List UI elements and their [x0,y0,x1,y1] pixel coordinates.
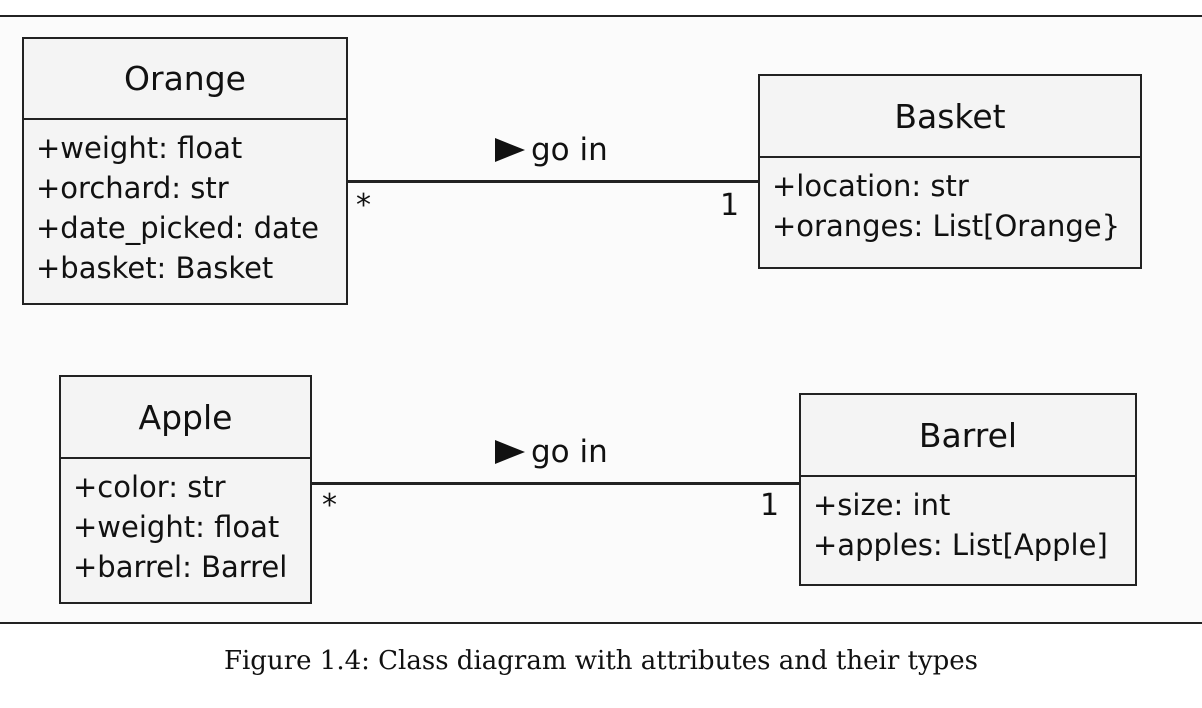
association-line-apple-barrel [311,482,800,485]
class-barrel-name: Barrel [801,395,1135,477]
attribute: +apples: List[Apple] [813,528,1108,562]
class-orange-name: Orange [24,39,346,120]
attribute: +weight: float [36,131,243,165]
class-apple: Apple +color: str +weight: float +barrel… [59,375,312,604]
attribute: +basket: Basket [36,251,274,285]
attribute: +oranges: List[Orange} [772,209,1121,243]
attribute: +size: int [813,488,951,522]
class-barrel-attributes: +size: int +apples: List[Apple] [801,477,1135,565]
figure-caption: Figure 1.4: Class diagram with attribute… [223,646,979,676]
association-label-text: go in [531,132,608,168]
class-apple-attributes: +color: str +weight: float +barrel: Barr… [61,459,310,587]
multiplicity-target: 1 [760,488,780,523]
attribute: +barrel: Barrel [73,550,288,584]
direction-arrow-icon [495,138,525,162]
class-barrel: Barrel +size: int +apples: List[Apple] [799,393,1137,586]
bottom-rule [0,622,1202,624]
association-line-orange-basket [347,180,759,183]
attribute: +orchard: str [36,171,229,205]
direction-arrow-icon [495,440,525,464]
association-label-orange-basket: go in [495,132,608,168]
multiplicity-source: * [356,188,371,223]
association-label-text: go in [531,434,608,470]
class-orange: Orange +weight: float +orchard: str +dat… [22,37,348,305]
attribute: +date_picked: date [36,211,319,245]
multiplicity-source: * [322,488,337,523]
attribute: +weight: float [73,510,280,544]
attribute: +color: str [73,470,226,504]
attribute: +location: str [772,169,969,203]
class-basket-name: Basket [760,76,1140,158]
class-orange-attributes: +weight: float +orchard: str +date_picke… [24,120,346,288]
top-rule [0,15,1202,17]
class-basket: Basket +location: str +oranges: List[Ora… [758,74,1142,269]
class-apple-name: Apple [61,377,310,459]
class-basket-attributes: +location: str +oranges: List[Orange} [760,158,1140,246]
multiplicity-target: 1 [720,188,740,223]
association-label-apple-barrel: go in [495,434,608,470]
